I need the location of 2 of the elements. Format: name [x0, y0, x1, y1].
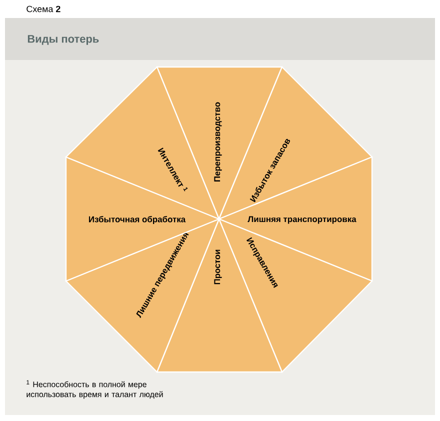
figure-number: Схема 2	[26, 6, 60, 12]
title-band: Виды потерь	[5, 18, 435, 60]
